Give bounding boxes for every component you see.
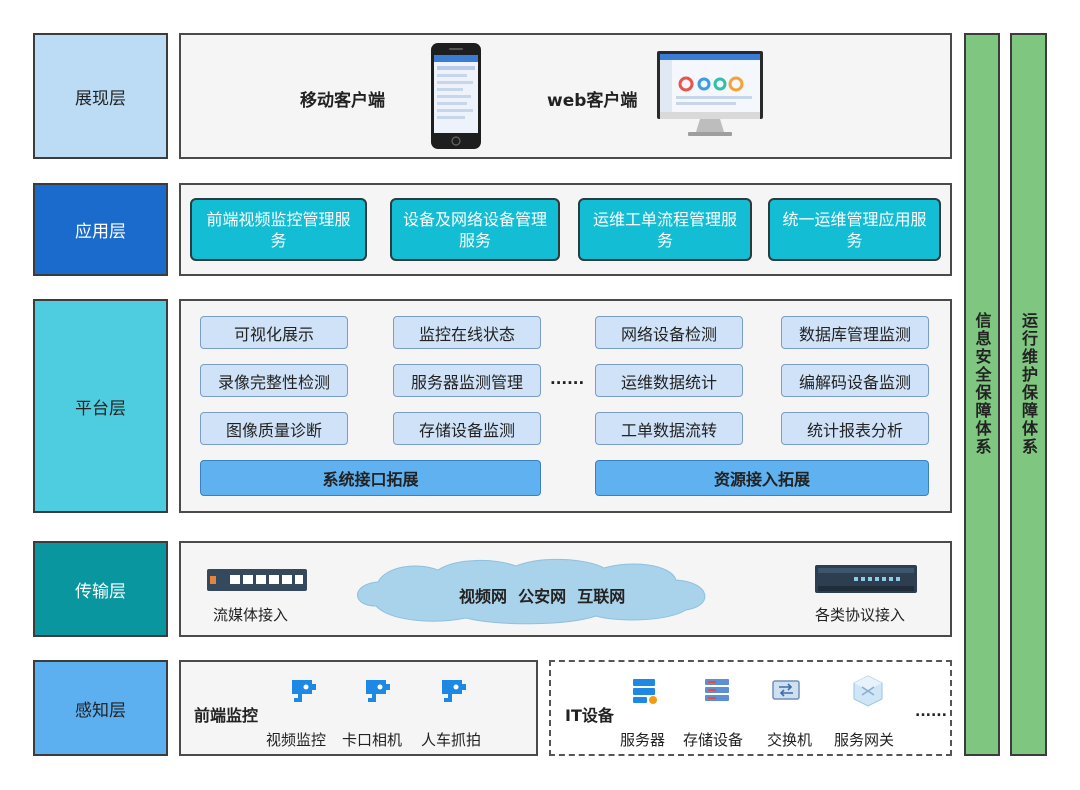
platform-item-storage-monitor: 存储设备监测 [393,412,541,445]
platform-item-recording-integrity: 录像完整性检测 [200,364,348,397]
perception-frontend-panel [179,660,538,756]
capture-camera-icon [442,680,466,702]
operations-system-text: 运行维护保障体系 [1019,312,1038,456]
it-item-storage: 存储设备 [683,731,744,749]
cloud-network-icon [357,559,706,625]
platform-item-label: 工单数据流转 [620,420,717,440]
platform-item-visualization: 可视化展示 [200,316,348,349]
web-client-label: web客户端 [547,91,638,111]
app-service-label: 统一运维管理应用服务 [782,209,927,250]
frontend-item-capture: 人车抓拍 [421,731,482,749]
it-devices-title: IT设备 [565,706,614,725]
app-service-workorder: 运维工单流程管理服务 [578,198,752,261]
checkpoint-camera-icon [366,680,390,702]
layer-label-perception-text: 感知层 [75,700,126,721]
service-gateway-icon [853,675,883,707]
platform-system-interface-extension: 系统接口拓展 [200,460,541,496]
platform-item-image-quality: 图像质量诊断 [200,412,348,445]
frontend-monitoring-title: 前端监控 [194,706,259,725]
app-service-unified-ops: 统一运维管理应用服务 [768,198,941,261]
platform-item-label: 服务器监测管理 [410,372,523,392]
platform-item-label: 录像完整性检测 [217,372,330,392]
platform-item-label: 运维数据统计 [620,372,717,392]
operations-system-label: 运行维护保障体系 [1010,312,1047,456]
layer-label-application: 应用层 [33,183,168,276]
platform-ellipsis: ...... [550,370,585,388]
operations-system-column [1010,33,1047,756]
platform-item-label: 可视化展示 [233,324,314,344]
protocol-access-label: 各类协议接入 [815,606,906,624]
layer-label-presentation-text: 展现层 [75,88,126,109]
platform-item-online-status: 监控在线状态 [393,316,541,349]
platform-item-label: 图像质量诊断 [225,420,322,440]
layer-label-perception: 感知层 [33,660,168,756]
layer-label-transport: 传输层 [33,541,168,637]
platform-wide-label: 系统接口拓展 [322,470,419,489]
security-system-label: 信息安全保障体系 [964,312,1000,456]
security-system-column [964,33,1000,756]
it-item-server: 服务器 [620,731,666,749]
switch-device-icon [207,569,307,591]
frontend-item-checkpoint: 卡口相机 [342,731,403,749]
platform-item-workorder-flow: 工单数据流转 [595,412,743,445]
app-service-label: 前端视频监控管理服务 [206,209,351,250]
platform-item-codec-monitor: 编解码设备监测 [781,364,929,397]
layer-label-application-text: 应用层 [75,222,126,242]
it-item-switch: 交换机 [767,731,813,749]
platform-item-network-device: 网络设备检测 [595,316,743,349]
platform-item-label: 编解码设备监测 [798,372,911,392]
protocol-gateway-icon [815,565,917,593]
layer-label-presentation: 展现层 [33,33,168,159]
security-system-text: 信息安全保障体系 [972,312,992,456]
perception-it-panel [549,660,952,756]
storage-device-icon [705,679,729,701]
network-types-label: 视频网 公安网 互联网 [459,587,626,606]
platform-item-label: 网络设备检测 [620,324,717,344]
platform-resource-access-extension: 资源接入拓展 [595,460,929,496]
app-service-label: 运维工单流程管理服务 [592,209,737,250]
platform-item-label: 统计报表分析 [806,420,903,440]
presentation-panel [179,33,952,159]
streaming-access-label: 流媒体接入 [213,606,289,624]
layer-label-platform-text: 平台层 [75,398,126,419]
mobile-client-label: 移动客户端 [300,91,385,111]
platform-item-label: 数据库管理监测 [798,324,911,344]
desktop-monitor-icon [657,51,763,136]
platform-wide-label: 资源接入拓展 [713,470,810,489]
video-camera-icon [292,680,316,702]
server-icon [633,679,657,704]
mobile-phone-icon [431,43,481,149]
app-service-video-monitoring: 前端视频监控管理服务 [190,198,367,261]
platform-item-database-monitor: 数据库管理监测 [781,316,929,349]
platform-item-label: 监控在线状态 [418,324,515,344]
app-service-device-network: 设备及网络设备管理服务 [390,198,560,261]
it-ellipsis: ...... [915,704,947,720]
platform-item-server-monitor: 服务器监测管理 [393,364,541,397]
network-switch-icon [772,680,800,700]
it-item-gateway: 服务网关 [834,731,895,749]
platform-item-report-analysis: 统计报表分析 [781,412,929,445]
platform-item-label: 存储设备监测 [418,420,515,440]
layer-label-platform: 平台层 [33,299,168,513]
layer-label-transport-text: 传输层 [75,581,126,602]
app-service-label: 设备及网络设备管理服务 [402,209,547,250]
platform-item-ops-statistics: 运维数据统计 [595,364,743,397]
frontend-item-video: 视频监控 [266,731,327,749]
